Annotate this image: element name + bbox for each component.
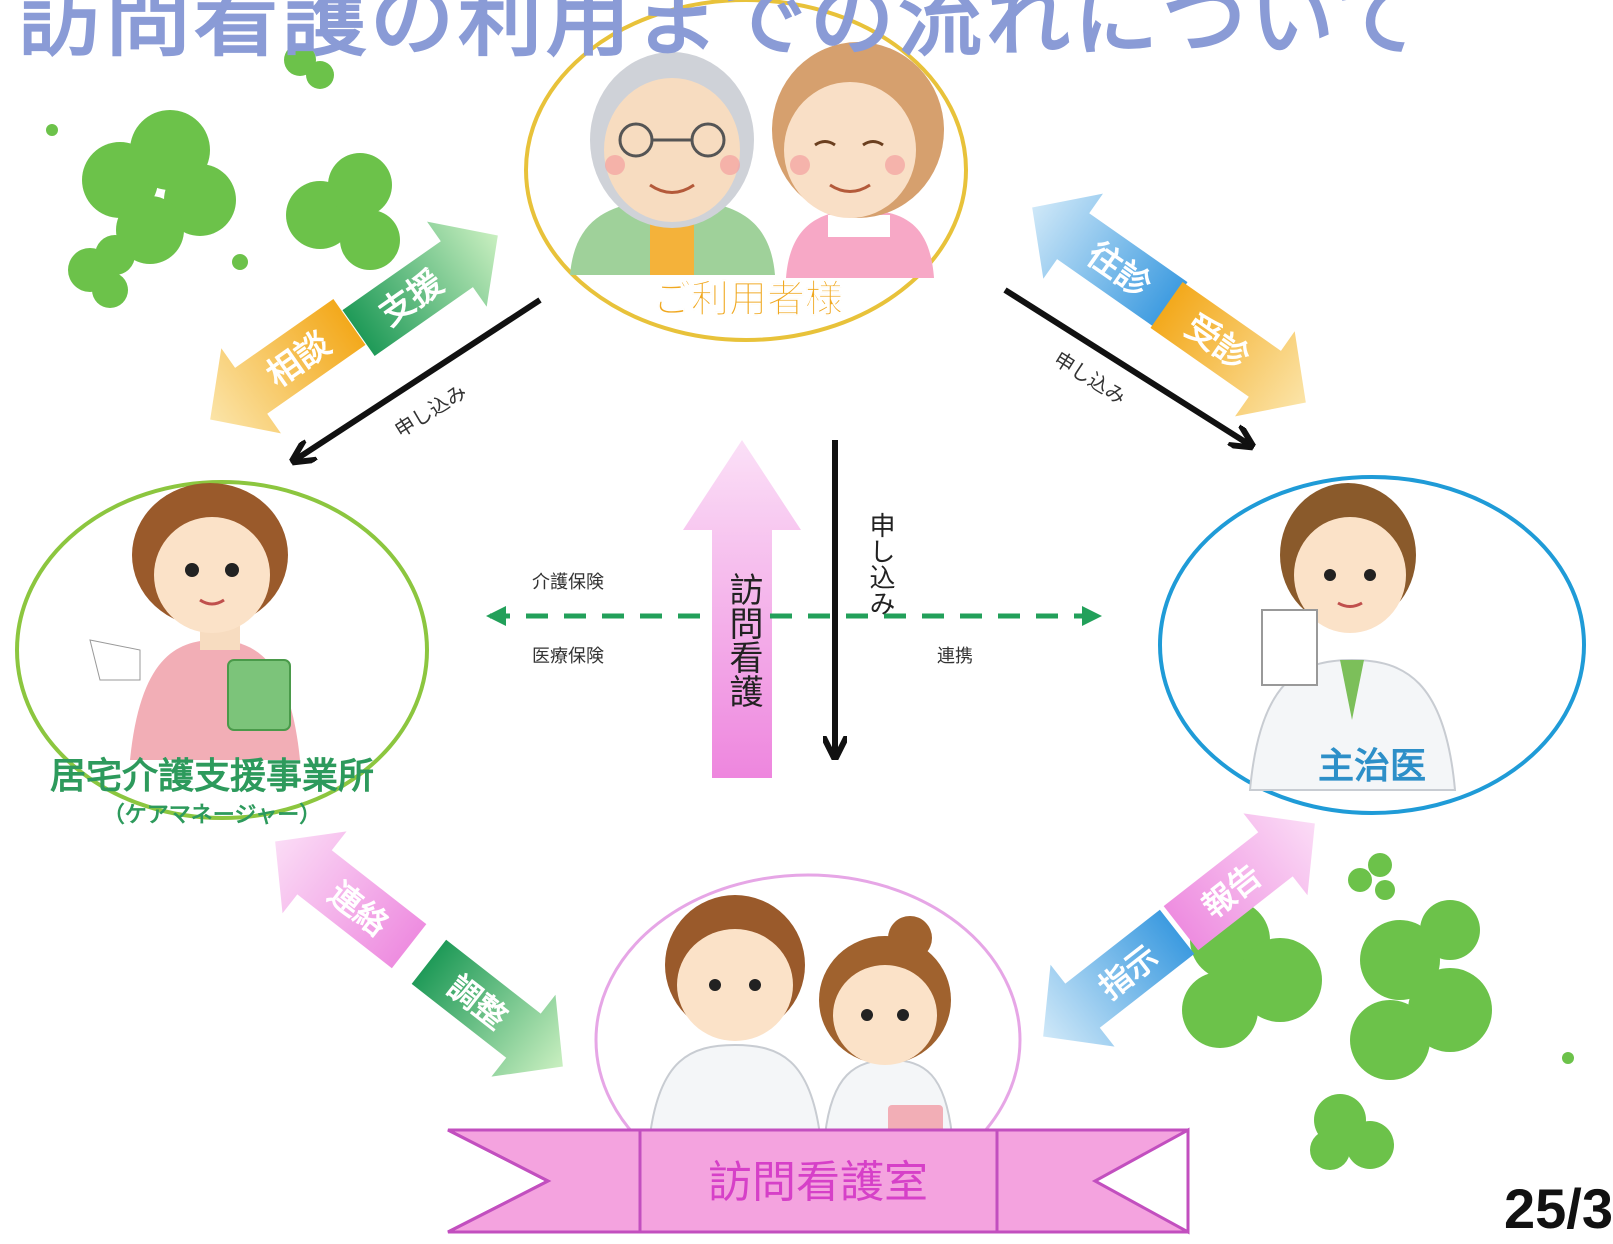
visiting-nursing-label: 訪問看護 <box>723 572 763 708</box>
doctor-illustration <box>1248 483 1457 791</box>
elderly-man-illustration <box>570 52 775 275</box>
care-manager-label: 居宅介護支援事業所 <box>50 755 374 797</box>
cooperation-label: 連携 <box>937 646 973 667</box>
elderly-woman-illustration <box>772 42 944 278</box>
apply-center-label: 申し込み <box>865 512 895 616</box>
page-number: 25/3 <box>1504 1177 1613 1240</box>
care-insurance-label: 介護保険 <box>532 572 604 593</box>
user-node: ご利用者様 <box>524 0 968 342</box>
page-title: 訪問看護の利用までの流れについて <box>18 0 1424 68</box>
nursing-office-banner: 訪問看護室 <box>447 1127 1190 1235</box>
care-manager-illustration <box>89 483 300 760</box>
nurses-illustration <box>648 895 954 1136</box>
doctor-label: 主治医 <box>1318 746 1426 787</box>
adjust-arrow: 調整 <box>411 939 563 1077</box>
apply-right-arrow <box>1003 287 1250 445</box>
doctor-node: 主治医 <box>1158 475 1586 815</box>
medical-insurance-label: 医療保険 <box>532 646 604 667</box>
visiting-nursing-arrow: 訪問看護 <box>683 440 801 778</box>
nursing-office-label: 訪問看護室 <box>708 1157 928 1208</box>
apply-right-label: 申し込み <box>1050 347 1131 410</box>
contact-arrow: 連絡 <box>275 831 427 969</box>
care-manager-node: 居宅介護支援事業所 （ケアマネージャー） <box>15 480 429 828</box>
nursing-office-node <box>594 873 1022 1207</box>
clover-decoration-top-left <box>46 44 400 308</box>
user-label: ご利用者様 <box>653 277 844 321</box>
care-manager-sublabel: （ケアマネージャー） <box>103 803 321 828</box>
apply-left-arrow <box>295 297 542 460</box>
